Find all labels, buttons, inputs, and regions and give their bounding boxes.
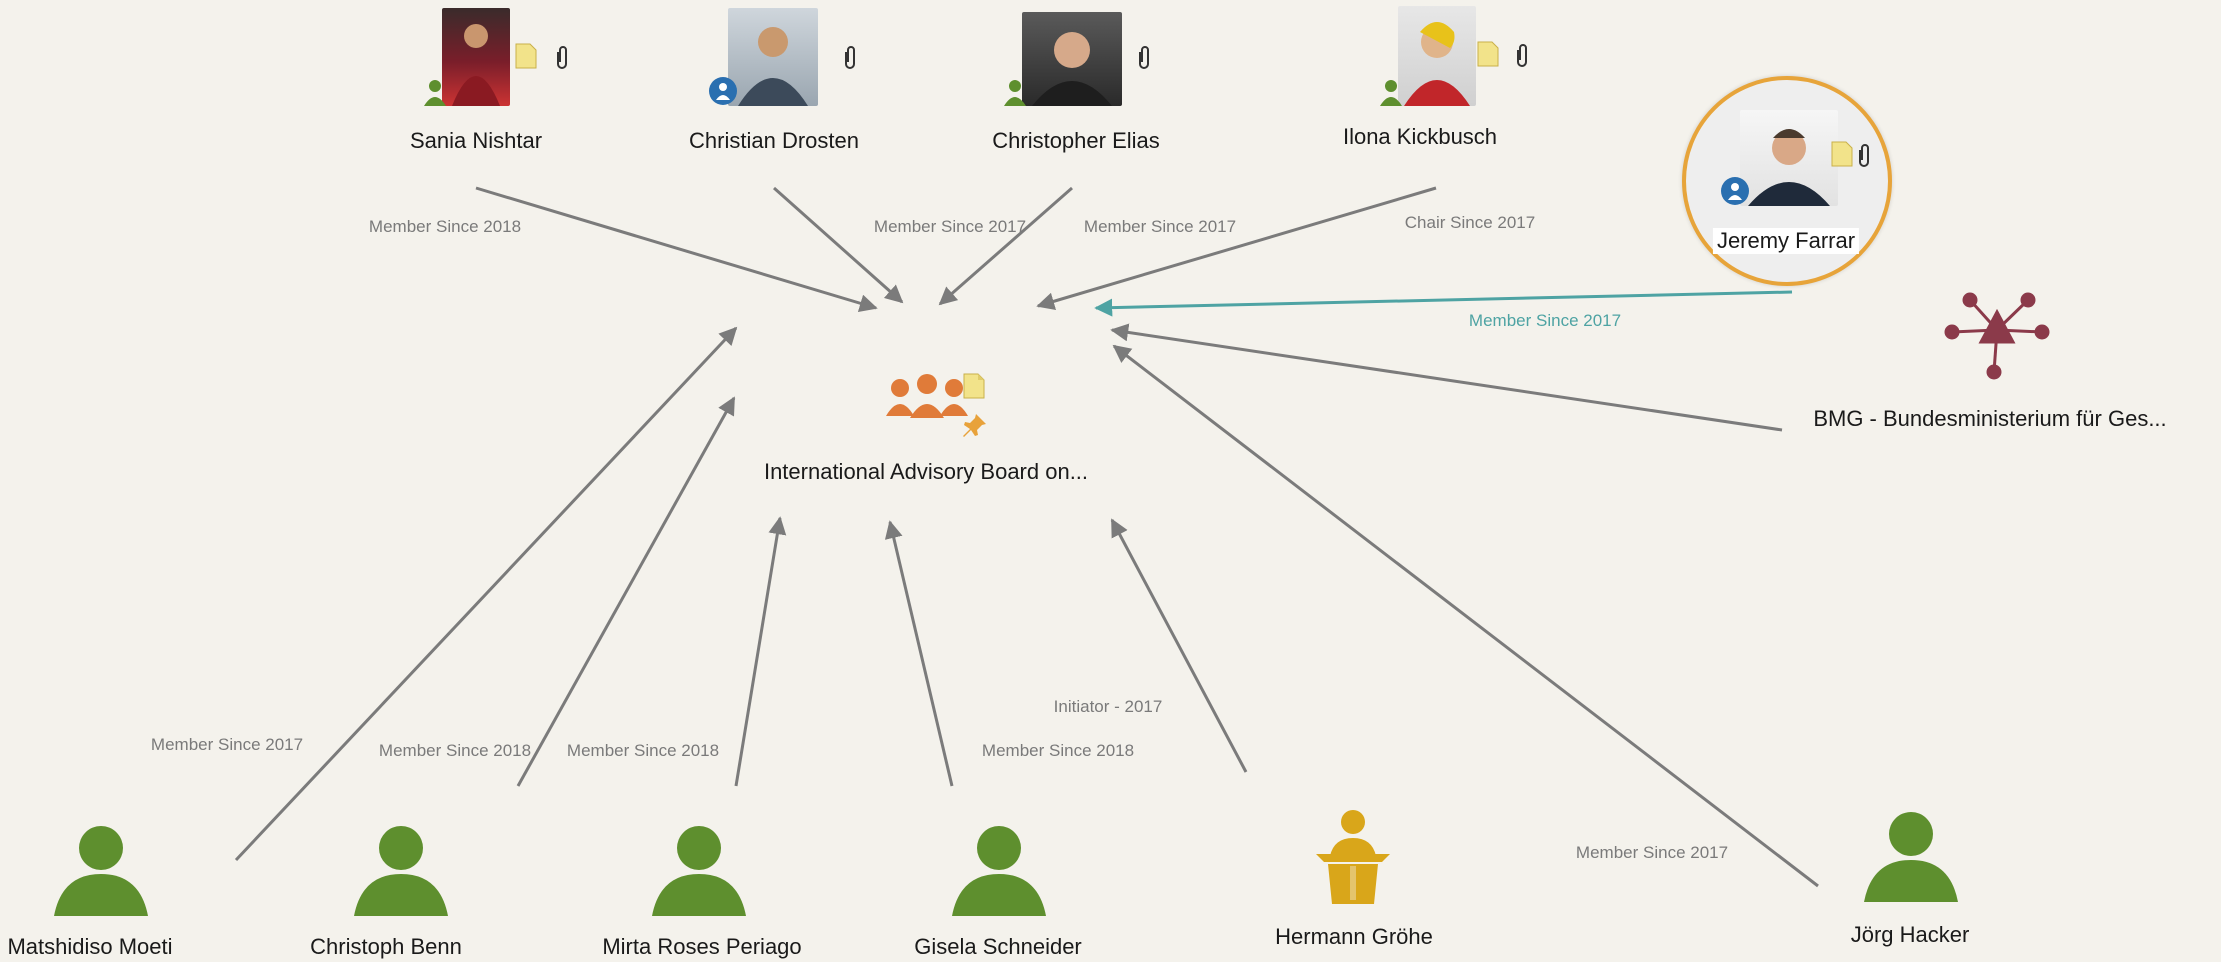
note-icon	[1831, 141, 1853, 167]
note-icon	[963, 373, 985, 399]
network-hub-icon	[1944, 292, 2050, 380]
group-people-icon	[886, 374, 968, 418]
paperclip-icon	[1517, 44, 1527, 67]
center-node-label: International Advisory Board on...	[763, 459, 1089, 484]
edge-line[interactable]	[884, 520, 954, 787]
edge-line[interactable]	[234, 326, 738, 862]
node-label: BMG - Bundesministerium für Ges...	[1813, 406, 2167, 431]
node-label: Jörg Hacker	[1850, 922, 1970, 947]
avatar	[1740, 110, 1838, 206]
edge-line[interactable]	[734, 516, 787, 787]
edge-label: Member Since 2017	[151, 735, 303, 754]
edge-label: Chair Since 2017	[1405, 213, 1535, 232]
edge-label: Member Since 2018	[379, 741, 531, 760]
node-label: Christoph Benn	[310, 934, 462, 959]
note-icon	[515, 43, 537, 69]
paperclip-icon	[845, 46, 855, 69]
edge-label: Member Since 2017	[1469, 311, 1621, 330]
edge-line[interactable]	[1094, 290, 1793, 317]
edge-line[interactable]	[1110, 323, 1783, 432]
edge-line[interactable]	[1112, 344, 1819, 888]
person-silhouette-icon	[354, 826, 448, 916]
avatar	[1398, 6, 1476, 106]
avatar	[728, 8, 818, 106]
person-icon	[1380, 80, 1402, 106]
node-label: Sania Nishtar	[409, 128, 543, 153]
edge-label: Initiator - 2017	[1054, 697, 1163, 716]
edge-label: Member Since 2017	[874, 217, 1026, 236]
node-label: Mirta Roses Periago	[602, 934, 802, 959]
avatar	[442, 8, 510, 106]
paperclip-icon	[557, 46, 567, 69]
person-icon	[1004, 80, 1026, 106]
edge-label: Member Since 2017	[1576, 843, 1728, 862]
edge-line[interactable]	[938, 186, 1073, 306]
avatar	[1022, 12, 1122, 106]
person-silhouette-icon	[652, 826, 746, 916]
edge-label: Member Since 2018	[567, 741, 719, 760]
person-icon	[424, 80, 446, 106]
pin-icon	[963, 414, 986, 437]
person-silhouette-icon	[54, 826, 148, 916]
edge-line[interactable]	[1036, 186, 1437, 311]
edge-line[interactable]	[516, 396, 736, 787]
organization-people-icon	[1721, 177, 1749, 205]
edge-label: Member Since 2018	[369, 217, 521, 236]
node-label: Christopher Elias	[992, 128, 1160, 153]
edge-label: Member Since 2018	[982, 741, 1134, 760]
speaker-podium-icon	[1316, 810, 1390, 904]
node-label: Matshidiso Moeti	[7, 934, 173, 959]
paperclip-icon	[1139, 46, 1149, 69]
paperclip-icon	[1859, 144, 1869, 167]
organization-people-icon	[709, 77, 737, 105]
node-label: Gisela Schneider	[914, 934, 1082, 959]
node-label: Hermann Gröhe	[1275, 924, 1433, 949]
center-node[interactable]	[870, 360, 990, 470]
note-icon	[1477, 41, 1499, 67]
edge-line[interactable]	[1110, 518, 1248, 773]
node-label: Ilona Kickbusch	[1342, 124, 1498, 149]
edge-label: Member Since 2017	[1084, 217, 1236, 236]
person-silhouette-icon	[952, 826, 1046, 916]
edge-line[interactable]	[773, 186, 904, 304]
edge-line[interactable]	[475, 186, 878, 312]
node-label: Christian Drosten	[689, 128, 859, 153]
node-label: Jeremy Farrar	[1712, 228, 1860, 254]
person-silhouette-icon	[1864, 812, 1958, 902]
